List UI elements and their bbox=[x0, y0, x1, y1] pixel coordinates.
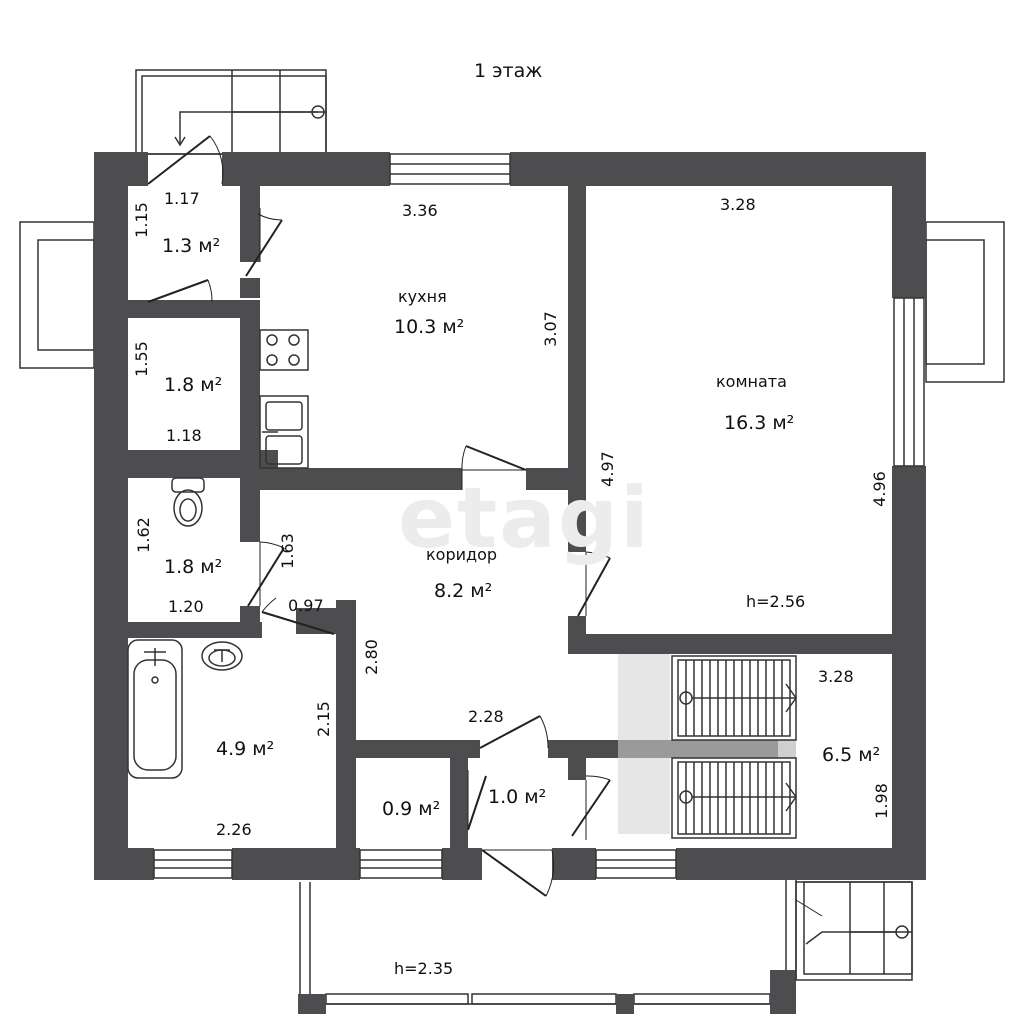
dim-stair-height: 1.98 bbox=[871, 783, 891, 819]
dim-bath-height: 2.15 bbox=[313, 701, 333, 737]
veranda-walls bbox=[298, 970, 796, 1014]
porch-stairs-top bbox=[135, 69, 327, 155]
dim-living-width: 3.28 bbox=[720, 195, 756, 214]
watermark: etagi bbox=[398, 469, 651, 567]
doors bbox=[147, 135, 823, 917]
room-area-living: 16.3 м² bbox=[724, 412, 795, 434]
room-area-pantry: 1.8 м² bbox=[164, 374, 223, 396]
stove-icon bbox=[259, 329, 309, 371]
dim-corridor-height: 2.80 bbox=[361, 639, 381, 675]
room-area-toilet: 1.8 м² bbox=[164, 556, 223, 578]
bathtub-icon bbox=[127, 639, 183, 779]
side-window-left bbox=[19, 221, 95, 369]
dim-toilet-height: 1.62 bbox=[133, 517, 153, 553]
bathroom-fixtures bbox=[127, 639, 243, 779]
dim-stair-width: 3.28 bbox=[818, 667, 854, 686]
room-name-kitchen: кухня bbox=[398, 287, 447, 306]
sink-icon bbox=[259, 395, 309, 469]
window-icon bbox=[389, 153, 511, 185]
washbasin-icon bbox=[201, 641, 243, 671]
room-area-kitchen: 10.3 м² bbox=[394, 316, 465, 338]
room-name-corridor: коридор bbox=[426, 545, 498, 564]
dim-kitchen-width: 3.36 bbox=[402, 201, 438, 220]
room-area-corridor: 8.2 м² bbox=[434, 580, 493, 602]
dim-corridor-width: 2.28 bbox=[468, 707, 504, 726]
dim-bath-width: 2.26 bbox=[216, 820, 252, 839]
room-area-stair-hall: 6.5 м² bbox=[822, 744, 881, 766]
floor-title: 1 этаж bbox=[474, 60, 543, 82]
dim-living-height-left: 4.97 bbox=[597, 451, 617, 487]
kitchen-fixtures bbox=[259, 329, 309, 469]
dim-vestibule-width: 1.17 bbox=[164, 189, 200, 208]
room-area-bathroom: 4.9 м² bbox=[216, 738, 275, 760]
toilet-icon bbox=[171, 477, 205, 527]
side-window-right bbox=[925, 221, 1005, 383]
room-area-entry: 1.0 м² bbox=[488, 786, 547, 808]
inner-walls bbox=[128, 186, 892, 848]
stairs-icon bbox=[618, 654, 797, 839]
room-height-veranda: h=2.35 bbox=[394, 959, 454, 978]
room-area-closet: 0.9 м² bbox=[382, 798, 441, 820]
window-icon bbox=[893, 297, 925, 467]
dim-corridor-door: 0.97 bbox=[288, 596, 324, 615]
windows bbox=[153, 153, 925, 879]
dim-kitchen-height: 3.07 bbox=[540, 311, 560, 347]
dim-toilet-door: 1.63 bbox=[277, 533, 297, 569]
outer-walls bbox=[94, 152, 926, 880]
room-name-living: комната bbox=[716, 372, 787, 391]
dim-toilet-width: 1.20 bbox=[168, 597, 204, 616]
room-height-living: h=2.56 bbox=[746, 592, 806, 611]
dim-living-height-right: 4.96 bbox=[869, 471, 889, 507]
dim-vestibule-height: 1.15 bbox=[131, 202, 151, 238]
porch-stairs-bottom bbox=[795, 881, 913, 981]
room-area-vestibule: 1.3 м² bbox=[162, 235, 221, 257]
dim-pantry-height: 1.55 bbox=[131, 341, 151, 377]
veranda bbox=[299, 880, 797, 1005]
dim-pantry-width: 1.18 bbox=[166, 426, 202, 445]
door-icon bbox=[147, 135, 211, 185]
